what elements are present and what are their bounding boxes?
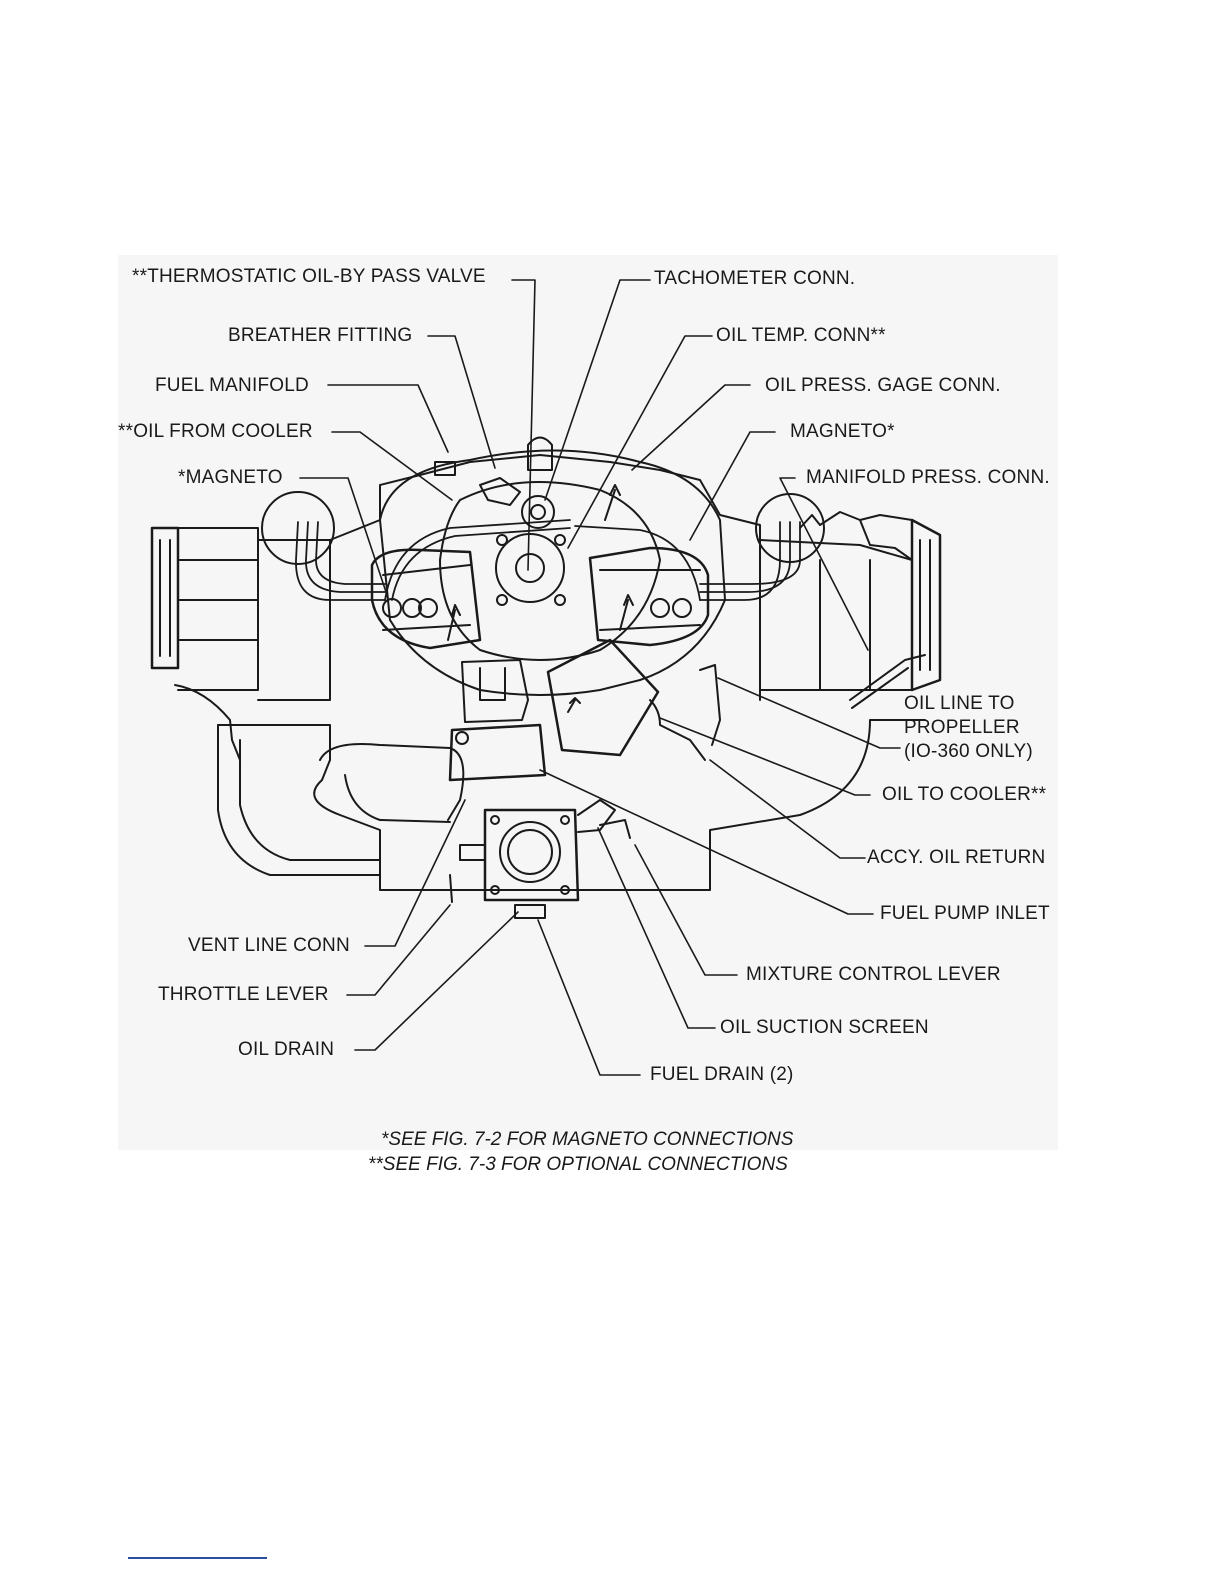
label-accy-oil-return: ACCY. OIL RETURN [867, 847, 1046, 868]
label-mixture-control-lever: MIXTURE CONTROL LEVER [746, 964, 1001, 985]
label-magneto-right: MAGNETO* [790, 421, 895, 442]
label-oil-line-to-propeller: OIL LINE TO PROPELLER (IO-360 ONLY) [904, 692, 1033, 764]
label-oil-drain: OIL DRAIN [238, 1039, 335, 1060]
label-manifold-press-conn: MANIFOLD PRESS. CONN. [806, 467, 1050, 488]
oil-filter-housing [546, 638, 706, 761]
label-thermostatic-valve: **THERMOSTATIC OIL-BY PASS VALVE [132, 266, 486, 287]
breather-part [479, 477, 521, 506]
label-oil-to-cooler: OIL TO COOLER** [882, 784, 1047, 805]
note-magneto-connections: *SEE FIG. 7-2 FOR MAGNETO CONNECTIONS [381, 1129, 794, 1150]
left-cylinder [150, 526, 331, 701]
fuel-pump [448, 659, 547, 782]
vent-line [319, 743, 465, 821]
footer-rule [128, 1557, 267, 1559]
left-harness-flange [261, 491, 335, 565]
label-magneto-left: *MAGNETO [178, 467, 283, 488]
leader-lines [299, 279, 901, 1076]
label-breather-fitting: BREATHER FITTING [228, 325, 413, 346]
engine-illustration [150, 436, 942, 919]
label-fuel-drain: FUEL DRAIN (2) [650, 1064, 794, 1085]
label-fuel-manifold: FUEL MANIFOLD [155, 375, 309, 396]
label-oil-from-cooler: **OIL FROM COOLER [118, 421, 313, 442]
label-oil-suction-screen: OIL SUCTION SCREEN [720, 1017, 929, 1038]
right-cylinder [759, 511, 942, 692]
label-oil-line-to-propeller-line1: OIL LINE TO [904, 693, 1015, 714]
figure-panel [118, 255, 1058, 1150]
fuel-servo [449, 799, 631, 919]
label-tachometer-conn: TACHOMETER CONN. [654, 268, 856, 289]
label-oil-line-to-propeller-line2: PROPELLER [904, 717, 1020, 738]
fuel-manifold-part [434, 461, 456, 476]
note-optional-connections: **SEE FIG. 7-3 FOR OPTIONAL CONNECTIONS [368, 1154, 788, 1175]
label-oil-line-to-propeller-line3: (IO-360 ONLY) [904, 741, 1033, 762]
label-throttle-lever: THROTTLE LEVER [158, 984, 329, 1005]
label-oil-temp-conn: OIL TEMP. CONN** [716, 325, 886, 346]
right-harness-flange [755, 493, 825, 563]
label-vent-line-conn: VENT LINE CONN [188, 935, 350, 956]
label-fuel-pump-inlet: FUEL PUMP INLET [880, 903, 1050, 924]
left-magneto [370, 548, 482, 650]
tach-drive [521, 495, 555, 529]
oil-sump [217, 719, 926, 891]
crankcase-top [329, 454, 761, 701]
label-oil-press-gage-conn: OIL PRESS. GAGE CONN. [765, 375, 1001, 396]
center-drive [495, 533, 565, 603]
right-magneto [588, 484, 710, 647]
accessory-housing [379, 449, 726, 696]
